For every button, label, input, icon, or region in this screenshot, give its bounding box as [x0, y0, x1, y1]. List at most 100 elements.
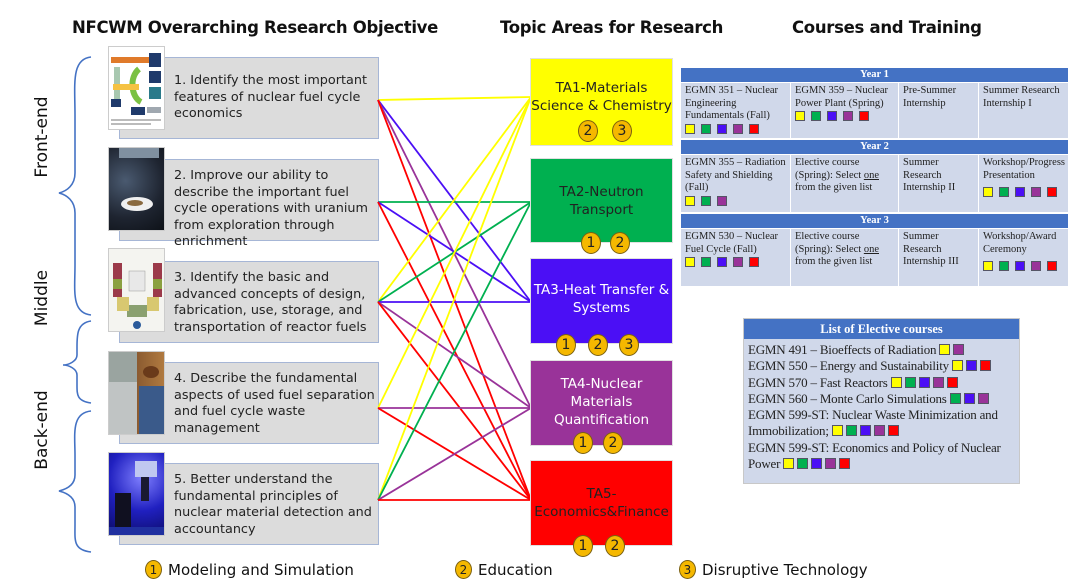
badge-ta4-2: 2	[603, 432, 623, 454]
topic-square-ta3	[811, 458, 823, 470]
topic-area-ta3: TA3-Heat Transfer &Systems	[530, 258, 673, 344]
topic-square-ta5	[749, 257, 759, 267]
course-text: Summer Research Internship I	[983, 85, 1060, 109]
elective-item-text: EGMN 550 – Energy and Sustainability	[748, 358, 949, 374]
fuel-cycle-diagram-image	[108, 46, 165, 130]
topic-square-ta4	[733, 257, 743, 267]
legend-badge-3: 3	[679, 560, 696, 579]
topic-square-ta3	[717, 123, 727, 134]
badge-ta3-1: 1	[556, 334, 576, 356]
badge-ta2-1: 1	[581, 232, 601, 254]
objective-text-3: 3. Identify the basic and advanced conce…	[174, 270, 367, 335]
topic-square-ta2	[701, 123, 711, 134]
topic-square-ta5	[979, 360, 991, 372]
courses-header: Courses and Training	[792, 18, 982, 37]
course-topic-squares	[983, 187, 1065, 197]
legend-badge-1: 1	[145, 560, 162, 579]
topic-square-ta2	[999, 187, 1009, 197]
topic-square-ta5	[839, 458, 851, 470]
year-3-row: EGMN 530 – Nuclear Fuel Cycle (Fall)Elec…	[681, 228, 1068, 286]
topic-square-ta3	[918, 376, 930, 388]
course-cell: EGMN 359 – Nuclear Power Plant (Spring)	[791, 83, 899, 138]
connection-obj5-ta4	[377, 407, 532, 501]
ta5-line1: TA5-	[586, 486, 617, 502]
topic-square-ta5	[1047, 187, 1057, 197]
elective-item: EGMN 599-ST: Economics and Policy of Nuc…	[748, 440, 1015, 473]
course-text: Summer Research Internship II	[903, 157, 956, 193]
ta2-line1: TA2-Neutron	[559, 184, 644, 200]
course-text: EGMN 351 – Nuclear Engineering Fundament…	[685, 85, 779, 121]
topic-square-ta1	[951, 360, 963, 372]
topic-square-ta4	[1031, 261, 1041, 271]
course-topic-squares	[685, 195, 787, 206]
course-text: Workshop/Progress Presentation	[983, 157, 1065, 181]
brace-middle	[62, 320, 92, 404]
uranium-ore-icon	[119, 148, 159, 211]
badge-ta1-2: 2	[578, 120, 598, 142]
course-topic-squares	[983, 261, 1065, 271]
elective-item-text: EGMN 560 – Monte Carlo Simulations	[748, 390, 947, 406]
ta2-line2: Transport	[569, 202, 634, 218]
year-2-row: EGMN 355 – Radiation Safety and Shieldin…	[681, 154, 1068, 212]
badge-ta3-2: 2	[588, 334, 608, 356]
topic-square-ta5	[946, 376, 958, 388]
legend-badge-2: 2	[455, 560, 472, 579]
topic-square-ta1	[795, 111, 805, 121]
course-text: Workshop/Award Ceremony	[983, 231, 1057, 255]
course-cell: EGMN 355 – Radiation Safety and Shieldin…	[681, 155, 791, 212]
topic-square-ta4	[1031, 187, 1041, 197]
course-cell: Elective course (Spring): Select one fro…	[791, 229, 899, 286]
badge-ta2-2: 2	[610, 232, 630, 254]
ta4-line2: Materials	[570, 394, 633, 410]
elective-item-text: EGMN 599-ST: Economics and Policy of Nuc…	[748, 439, 1001, 472]
elective-item: EGMN 599-ST: Nuclear Waste Minimization …	[748, 407, 1015, 440]
objective-text-4: 4. Describe the fundamental aspects of u…	[174, 371, 375, 436]
course-cell: Summer Research Internship II	[899, 155, 979, 212]
reactor-schematic-image	[108, 248, 165, 332]
legend-label-3: Disruptive Technology	[702, 560, 868, 579]
topic-square-ta2	[904, 376, 916, 388]
course-topic-squares	[685, 123, 787, 134]
course-text: Pre-Summer Internship	[903, 85, 957, 109]
topic-square-ta3	[717, 257, 727, 267]
objective-text-5: 5. Better understand the fundamental pri…	[174, 472, 372, 537]
legend-item-disruptive: 3 Disruptive Technology	[679, 560, 868, 579]
topic-square-ta1	[939, 344, 951, 355]
objective-text-2: 2. Improve our ability to describe the i…	[174, 168, 368, 249]
topic-square-ta3	[827, 111, 837, 121]
course-cell: Summer Research Internship I	[979, 83, 1068, 138]
course-text: Summer Research Internship III	[903, 231, 959, 267]
course-cell: Workshop/Progress Presentation	[979, 155, 1068, 212]
topic-square-ta3	[1015, 261, 1025, 271]
topic-square-ta5	[859, 111, 869, 121]
objectives-header: NFCWM Overarching Research Objective	[72, 18, 439, 37]
topic-square-ta1	[783, 458, 795, 470]
course-text: Elective course (Spring): Select one fro…	[795, 231, 895, 269]
brace-group	[58, 56, 92, 553]
ta4-line1: TA4-Nuclear	[560, 376, 643, 392]
badge-ta3-3: 3	[619, 334, 639, 356]
course-cell: EGMN 351 – Nuclear Engineering Fundament…	[681, 83, 791, 138]
ta3-line1: TA3-Heat Transfer &	[533, 282, 670, 298]
waste-management-icon	[109, 352, 164, 434]
ta1-line2: Science & Chemistry	[531, 98, 672, 114]
elective-courses-panel: List of Elective courses EGMN 491 – Bioe…	[743, 318, 1020, 484]
year-1-row: EGMN 351 – Nuclear Engineering Fundament…	[681, 82, 1068, 138]
waste-management-photo-image	[108, 351, 165, 435]
brace-front-end	[58, 56, 92, 316]
course-text: EGMN 355 – Radiation Safety and Shieldin…	[685, 157, 786, 193]
topic-square-ta4	[825, 458, 837, 470]
topic-square-ta2	[701, 195, 711, 206]
connection-obj5-ta1	[377, 96, 532, 501]
topic-square-ta1	[685, 123, 695, 134]
course-text: Elective course (Spring): Select one fro…	[795, 157, 895, 195]
topic-square-ta5	[887, 425, 899, 437]
elective-item-text: EGMN 570 – Fast Reactors	[748, 374, 888, 390]
topic-square-ta4	[932, 376, 944, 388]
uranium-ore-photo-image	[108, 147, 165, 231]
elective-courses-title: List of Elective courses	[744, 319, 1019, 339]
course-text-part: from the given list	[795, 256, 873, 267]
